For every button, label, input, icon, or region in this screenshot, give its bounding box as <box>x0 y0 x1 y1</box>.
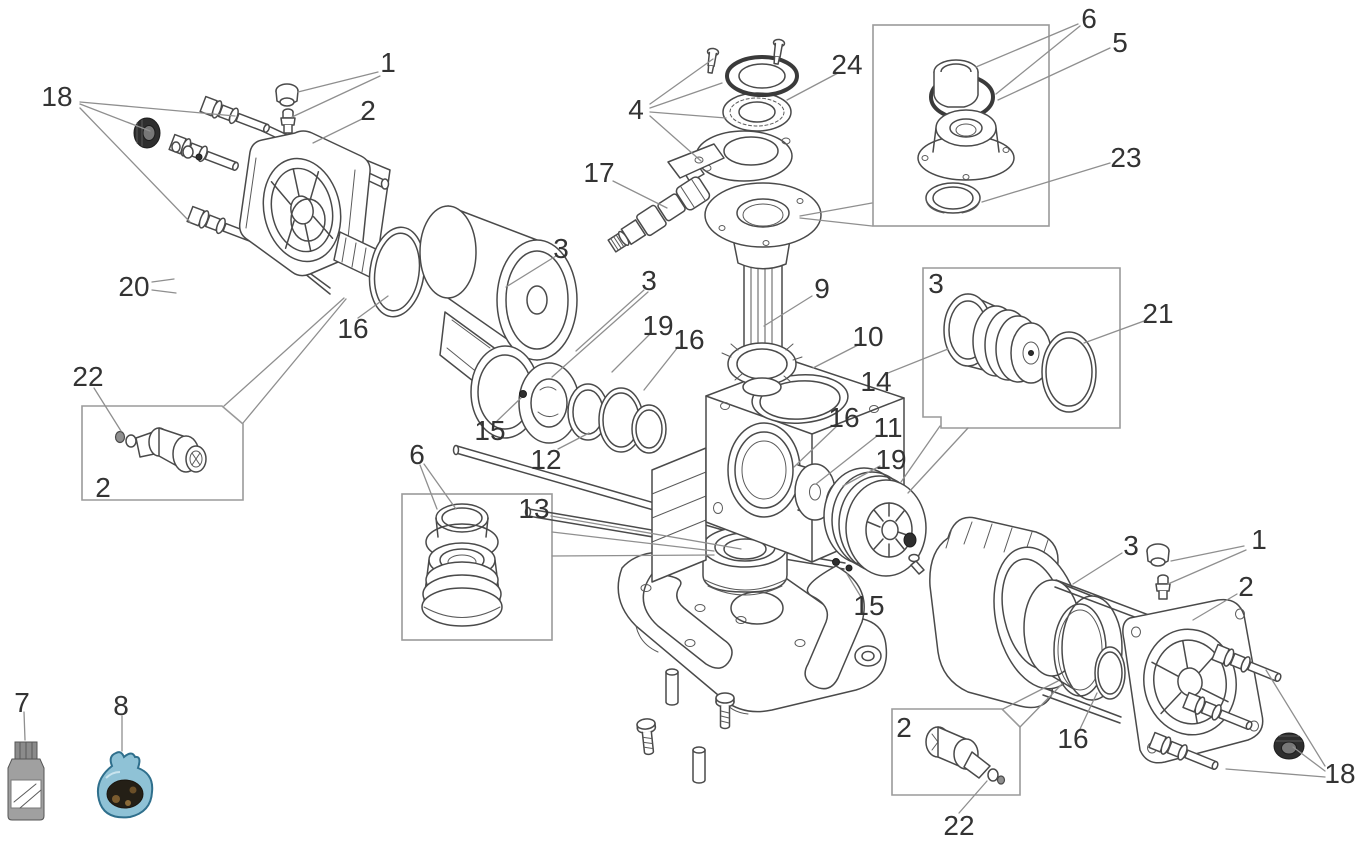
detail-box-3-21 <box>922 267 1121 429</box>
cap-plug-right <box>1146 543 1170 567</box>
callout-3-boxright: 3 <box>928 268 944 299</box>
detail-box-22-2-left <box>81 405 244 501</box>
callout-22-left: 22 <box>72 361 103 392</box>
callout-8: 8 <box>113 690 129 721</box>
small-pin-15-left <box>519 390 527 398</box>
detail-content-22-2-right <box>925 726 1006 785</box>
callout-15-left: 15 <box>474 415 505 446</box>
callout-11: 11 <box>873 412 902 443</box>
grease-sachet <box>96 751 154 819</box>
detail-boxes <box>81 24 1121 796</box>
base-plate <box>617 550 888 715</box>
sensor-17 <box>607 143 725 253</box>
callout-19-left: 19 <box>642 310 673 341</box>
callout-2-bottomright: 2 <box>1238 571 1254 602</box>
callout-9: 9 <box>814 273 830 304</box>
left-pump-assembly <box>133 83 424 295</box>
callout-3-seals: 3 <box>641 265 657 296</box>
top-flange-assembly <box>683 38 822 270</box>
detail-box-5-6-23 <box>872 24 1050 227</box>
oil-bottle <box>7 741 45 821</box>
callout-1-topleft: 1 <box>380 47 396 78</box>
callout-13: 13 <box>518 493 549 524</box>
callout-3-cylinder: 3 <box>553 233 569 264</box>
left-motor-cylinder <box>368 205 578 393</box>
callout-19-right: 19 <box>875 444 906 475</box>
callout-22-bottomright: 22 <box>943 810 974 841</box>
callout-7: 7 <box>14 687 30 718</box>
callout-6-bottom: 6 <box>409 439 425 470</box>
callout-2-boxleft: 2 <box>95 472 111 503</box>
detail-content-3-21 <box>943 293 1097 413</box>
callout-10: 10 <box>852 321 883 352</box>
right-bearing-stack <box>727 422 947 584</box>
callout-6-topright: 6 <box>1081 3 1097 34</box>
right-pump-assembly <box>929 516 1305 776</box>
detail-box-6 <box>401 493 553 641</box>
small-pin-15-right-b <box>845 564 853 572</box>
callout-5: 5 <box>1112 27 1128 58</box>
callout-16-right: 16 <box>828 402 859 433</box>
small-pin-15-right-a <box>832 558 840 566</box>
callout-18-topleft: 18 <box>41 81 72 112</box>
cap-plug-left <box>275 83 299 107</box>
callout-16-center: 16 <box>673 324 704 355</box>
callout-15-right: 15 <box>853 590 884 621</box>
callout-2-topleft: 2 <box>360 95 376 126</box>
dark-knob-left <box>133 117 161 149</box>
callout-16-left: 16 <box>337 313 368 344</box>
grease-nipple-right <box>1155 574 1171 600</box>
dark-knob-right <box>1273 732 1305 760</box>
detail-content-22-2-left <box>114 427 207 473</box>
callout-21: 21 <box>1142 298 1173 329</box>
callout-2-boxbottomright: 2 <box>896 712 912 743</box>
callout-12: 12 <box>530 444 561 475</box>
callout-20: 20 <box>118 271 149 302</box>
detail-box-22-2-right <box>891 708 1021 796</box>
grease-nipple-left <box>280 108 296 134</box>
left-seal-stack <box>470 345 667 454</box>
callout-16-bottomright: 16 <box>1057 723 1088 754</box>
callout-3-bottomright: 3 <box>1123 530 1139 561</box>
detail-content-6 <box>421 503 503 627</box>
callout-23: 23 <box>1110 142 1141 173</box>
detail-content-5-6-23 <box>917 59 1015 214</box>
callout-24: 24 <box>831 49 862 80</box>
callout-4: 4 <box>628 94 644 125</box>
callout-17: 17 <box>583 157 614 188</box>
callout-14: 14 <box>860 366 891 397</box>
leader-lines <box>23 23 1326 814</box>
callout-18-bottomright: 18 <box>1324 758 1355 789</box>
callout-1-bottomright: 1 <box>1251 524 1267 555</box>
callout-labels: 18 1 2 20 16 22 2 4 24 17 3 3 19 16 15 1… <box>14 3 1355 841</box>
